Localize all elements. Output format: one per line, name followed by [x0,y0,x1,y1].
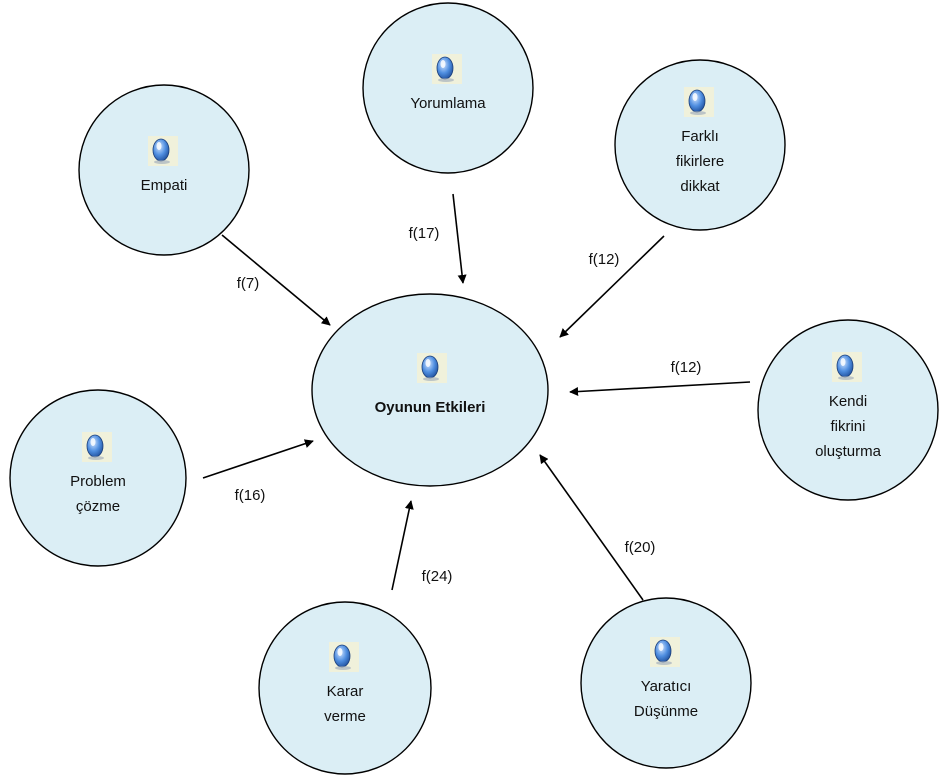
node-center: Oyunun Etkileri [311,293,549,487]
edge-yorumlama-to-center: f(17) [409,193,467,284]
edge-karar-to-center: f(24) [391,500,453,591]
node-label-farkli-0: Farklı [681,128,719,145]
node-circle-kendi [757,319,939,501]
edge-label-farkli: f(12) [589,251,620,268]
edge-label-karar: f(24) [422,568,453,585]
node-label-problem-0: Problem [70,473,126,490]
edge-label-kendi: f(12) [671,359,702,376]
node-kendi: Kendi fikrini oluşturma [757,319,939,501]
node-label-yaratici-1: Düşünme [634,703,698,720]
edge-label-empati: f(7) [237,275,260,292]
question-icon [82,432,112,462]
arrow-kendi [569,381,751,397]
question-icon [650,637,680,667]
question-icon [148,136,178,166]
node-karar: Karar verme [258,601,432,775]
question-icon [417,353,447,383]
node-label-yorumlama-0: Yorumlama [410,95,486,112]
node-label-kendi-2: oluşturma [815,443,882,460]
question-icon [832,352,862,382]
node-circle-empati [78,84,250,256]
node-label-farkli-2: dikkat [680,178,720,195]
arrow-yaratici [539,454,644,601]
node-yorumlama: Yorumlama [362,2,534,174]
center-label: Oyunun Etkileri [375,399,486,416]
node-circle-yorumlama [362,2,534,174]
question-icon [684,87,714,117]
node-label-kendi-0: Kendi [829,393,867,410]
question-icon [432,54,462,84]
edges-layer: f(7) f(17) f(12) f(12) f(16) f(24) f(20) [202,193,751,601]
arrow-yorumlama [452,193,467,284]
edge-label-yaratici: f(20) [625,539,656,556]
node-empati: Empati [78,84,250,256]
node-label-karar-1: verme [324,708,366,725]
node-circle-yaratici [580,597,752,769]
edge-farkli-to-center: f(12) [559,235,665,338]
node-label-farkli-1: fikirlere [676,153,724,170]
node-circle-problem [9,389,187,567]
node-farkli: Farklı fikirlere dikkat [614,59,786,231]
arrow-problem [202,439,314,479]
node-circle-farkli [614,59,786,231]
edge-yaratici-to-center: f(20) [539,454,656,601]
node-label-problem-1: çözme [76,498,120,515]
node-circle-karar [258,601,432,775]
node-label-kendi-1: fikrini [830,418,865,435]
center-ellipse [311,293,549,487]
node-label-yaratici-0: Yaratıcı [641,678,692,695]
question-icon [329,642,359,672]
arrow-farkli [559,235,665,338]
edge-label-yorumlama: f(17) [409,225,440,242]
edge-label-problem: f(16) [235,487,266,504]
arrow-empati [221,234,331,326]
arrow-karar [391,500,414,591]
node-problem: Problem çözme [9,389,187,567]
edge-kendi-to-center: f(12) [569,359,751,397]
edge-problem-to-center: f(16) [202,439,314,504]
node-label-empati-0: Empati [141,177,188,194]
node-label-karar-0: Karar [327,683,364,700]
edge-empati-to-center: f(7) [221,234,331,326]
